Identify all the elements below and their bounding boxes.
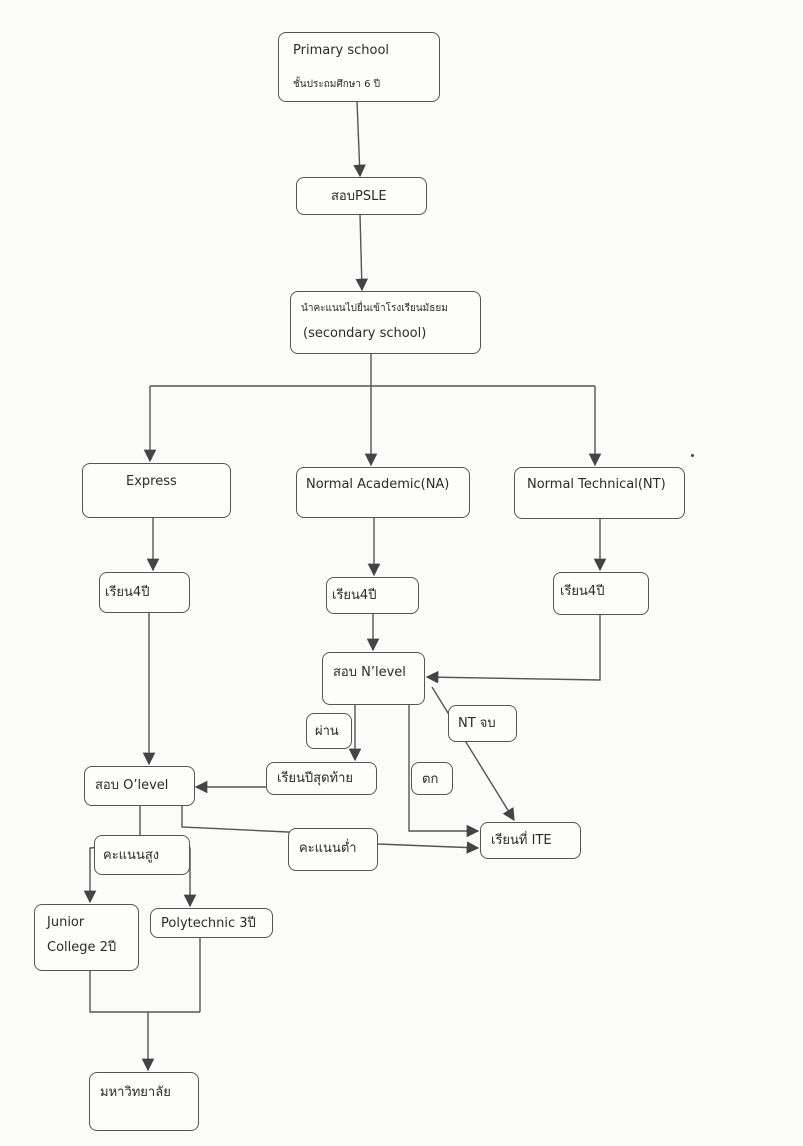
node-psle-exam: สอบPSLE (296, 177, 427, 215)
label-nt-finish: NT จบ (448, 705, 517, 742)
arrow-n-level-fail-to-ite (408, 705, 480, 838)
o-level-exam-label: สอบ O’level (95, 778, 169, 793)
fail-label-text: ตก (422, 772, 439, 787)
ite-label: เรียนที่ ITE (491, 833, 552, 848)
node-study-4-years-nt: เรียน4ปี (553, 572, 649, 615)
node-study-4-years-na: เรียน4ปี (326, 577, 419, 614)
high-score-label-text: คะแนนสูง (103, 848, 160, 863)
node-express: Express (82, 463, 231, 518)
node-study-4-years-express: เรียน4ปี (99, 572, 190, 613)
secondary-school-line2: (secondary school) (303, 326, 427, 341)
label-high-score: คะแนนสูง (94, 835, 190, 875)
node-polytechnic: Polytechnic 3ปี (150, 908, 273, 938)
node-normal-technical: Normal Technical(NT) (514, 467, 685, 519)
node-normal-academic: Normal Academic(NA) (296, 467, 470, 518)
low-score-label-text: คะแนนต่ำ (299, 841, 357, 856)
normal-technical-label: Normal Technical(NT) (527, 477, 666, 492)
node-ite: เรียนที่ ITE (480, 822, 581, 859)
label-low-score: คะแนนต่ำ (288, 828, 378, 871)
study-4-years-express-label: เรียน4ปี (105, 585, 150, 600)
express-label: Express (126, 474, 177, 489)
university-label: มหาวิทยาลัย (100, 1085, 171, 1100)
study-4-years-na-label: เรียน4ปี (332, 588, 377, 603)
study-4-years-nt-label: เรียน4ปี (560, 584, 605, 599)
node-primary-school: Primary school ชั้นประถมศึกษา 6 ปี (278, 32, 440, 102)
arrow-nt-finish-to-ite (431, 686, 515, 822)
n-level-exam-label: สอบ N’level (333, 665, 406, 680)
junior-college-line2: College 2ปี (47, 940, 117, 955)
node-junior-college: Junior College 2ปี (34, 904, 139, 971)
arrow-primary-to-psle (353, 100, 366, 178)
node-n-level-exam: สอบ N’level (322, 652, 425, 705)
node-university: มหาวิทยาลัย (89, 1072, 199, 1131)
polytechnic-label: Polytechnic 3ปี (161, 916, 256, 931)
arrow-nt-study-to-n-level (425, 615, 601, 684)
label-pass: ผ่าน (306, 713, 352, 749)
psle-exam-label: สอบPSLE (331, 189, 387, 204)
primary-school-title: Primary school (293, 43, 390, 58)
secondary-school-line1: นำคะแนนไปยื่นเข้าโรงเรียนมัธยม (301, 303, 448, 314)
nt-finish-label-text: NT จบ (458, 716, 496, 731)
primary-school-subtitle: ชั้นประถมศึกษา 6 ปี (293, 79, 381, 90)
node-o-level-exam: สอบ O’level (84, 766, 195, 806)
line-junior-college-down (89, 971, 200, 1013)
junior-college-line1: Junior (47, 915, 85, 930)
node-secondary-school: นำคะแนนไปยื่นเข้าโรงเรียนมัธยม (secondar… (290, 291, 481, 354)
label-fail: ตก (411, 762, 453, 795)
scan-speck (691, 454, 694, 457)
arrow-psle-to-secondary (355, 213, 368, 292)
pass-label-text: ผ่าน (315, 724, 339, 739)
node-final-year: เรียนปีสุดท้าย (266, 762, 377, 795)
normal-academic-label: Normal Academic(NA) (306, 477, 450, 492)
final-year-label: เรียนปีสุดท้าย (277, 771, 354, 786)
